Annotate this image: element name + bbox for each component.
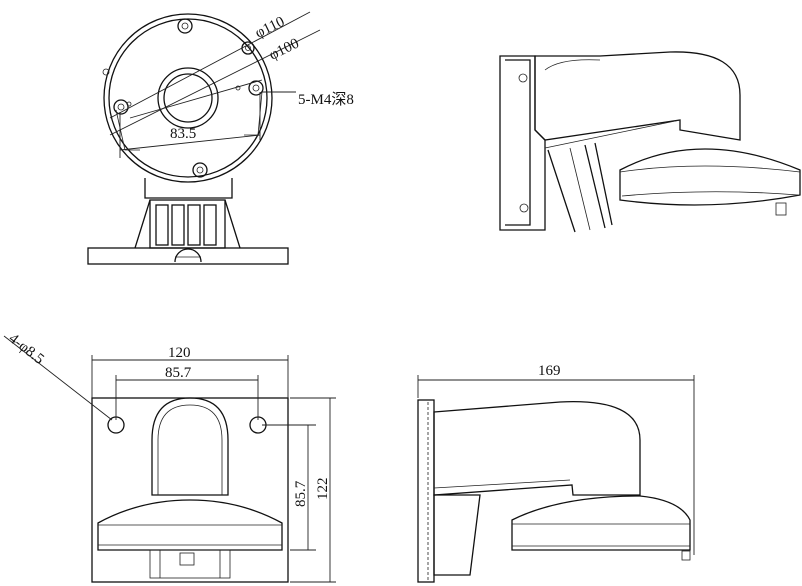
iso-arm — [534, 51, 741, 141]
dia-leader-110 — [109, 11, 311, 119]
center-hole-outer — [157, 67, 219, 129]
front-view: 120 85.7 85.7 122 4-φ8.5 — [3, 331, 336, 583]
front-arm — [151, 397, 229, 496]
top-view: φ110 φ100 5-M4深8 83.5 — [87, 11, 354, 265]
inner-rim — [108, 18, 268, 178]
side-view: 169 — [417, 363, 695, 583]
iso-dome — [619, 148, 801, 206]
dia-leader-100 — [109, 29, 321, 136]
stand — [87, 178, 289, 265]
dim-122-label: 122 — [315, 478, 331, 501]
holes-label: 4-φ8.5 — [6, 331, 47, 368]
iso-view — [499, 51, 801, 233]
screw-note-label: 5-M4深8 — [298, 91, 354, 108]
side-neck — [433, 494, 481, 576]
side-arm — [433, 401, 641, 496]
dim-85-h-label: 85.7 — [165, 365, 192, 381]
side-back-plate — [417, 399, 435, 583]
dia-100-label: φ100 — [267, 36, 302, 64]
center-hole-inner — [163, 73, 213, 123]
front-back-plate — [91, 397, 289, 583]
hole-spacing-label: 83.5 — [170, 126, 196, 142]
front-dome — [97, 499, 283, 551]
dim-120-label: 120 — [168, 345, 191, 361]
rib-left — [115, 109, 140, 151]
dim-85-v-label: 85.7 — [293, 480, 309, 507]
dim-169-label: 169 — [538, 363, 561, 379]
outer-rim — [103, 13, 273, 183]
side-dome — [511, 495, 691, 551]
screw-bosses — [102, 18, 264, 178]
screw-leader-line — [129, 79, 263, 119]
hole-spacing-line — [119, 134, 261, 151]
rib-right — [244, 91, 263, 136]
dia-110-label: φ110 — [253, 14, 288, 42]
holes-leader — [3, 335, 113, 421]
